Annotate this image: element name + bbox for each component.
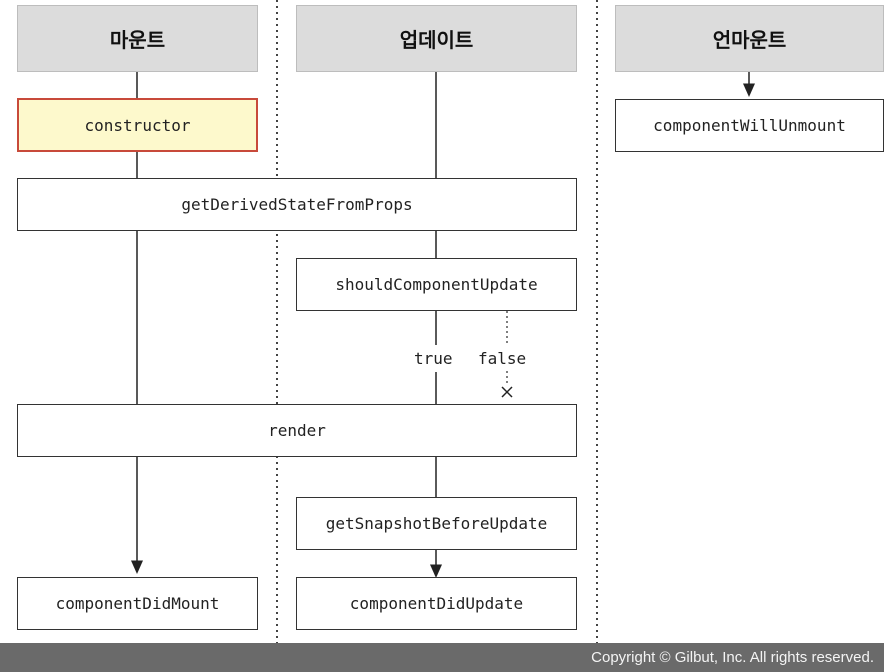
column-header-mount: 마운트 [17,5,258,72]
method-should-component-update: shouldComponentUpdate [296,258,577,311]
column-header-update: 업데이트 [296,5,577,72]
method-render: render [17,404,577,457]
copyright-footer: Copyright © Gilbut, Inc. All rights rese… [0,643,884,672]
column-header-unmount: 언마운트 [615,5,884,72]
method-constructor: constructor [17,98,258,152]
stop-x-icon [501,386,513,398]
branch-label-true: true [414,349,453,368]
method-component-did-update: componentDidUpdate [296,577,577,630]
method-get-snapshot-before-update: getSnapshotBeforeUpdate [296,497,577,550]
method-component-will-unmount: componentWillUnmount [615,99,884,152]
branch-label-false: false [478,349,527,368]
method-get-derived-state-from-props: getDerivedStateFromProps [17,178,577,231]
method-component-did-mount: componentDidMount [17,577,258,630]
